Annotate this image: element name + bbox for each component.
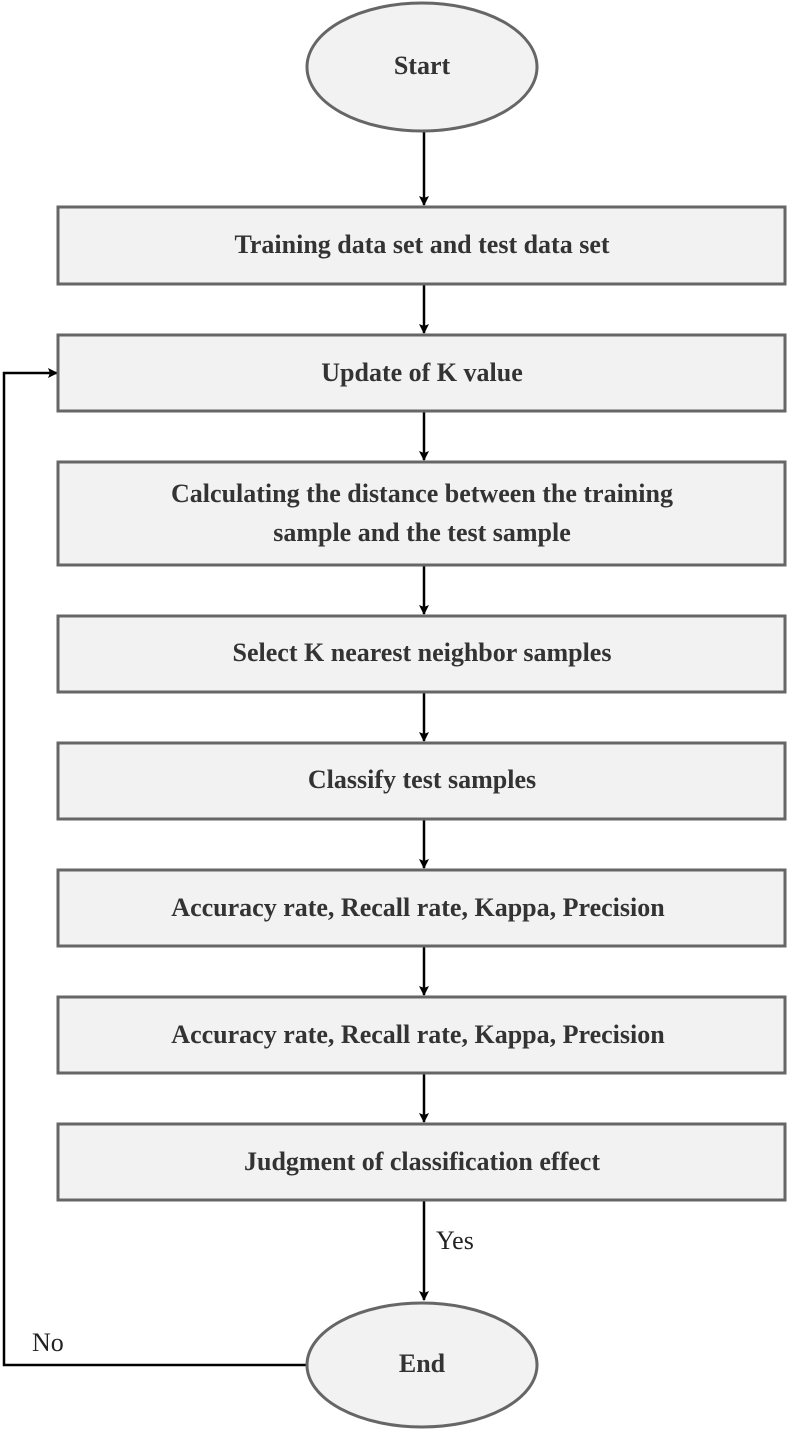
- step-judgment: [56, 1122, 787, 1202]
- step-label-distance-line2: sample and the test sample: [273, 518, 571, 547]
- step-update-k: [56, 333, 787, 413]
- end-label: End: [399, 1349, 446, 1378]
- step-classify-samples: [56, 741, 787, 821]
- start-node: [305, 1, 539, 133]
- no-label: No: [32, 1328, 64, 1357]
- step-label-metrics-1: Accuracy rate, Recall rate, Kappa, Preci…: [171, 893, 665, 922]
- connectors: [2, 131, 429, 1367]
- arrow-end-loop-to-update: [2, 368, 307, 1367]
- nodes: [56, 1, 787, 1429]
- step-calculate-distance: [56, 460, 787, 567]
- yes-label: Yes: [436, 1226, 474, 1255]
- step-label-judgment: Judgment of classification effect: [244, 1147, 600, 1176]
- step-label-select: Select K nearest neighbor samples: [233, 638, 612, 667]
- step-metrics-1: [56, 868, 787, 948]
- step-label-metrics-2: Accuracy rate, Recall rate, Kappa, Preci…: [171, 1020, 665, 1049]
- step-select-k-nearest: [56, 614, 787, 694]
- end-node: [305, 1301, 539, 1429]
- step-label-distance-line1: Calculating the distance between the tra…: [171, 479, 673, 508]
- step-training-data: [56, 205, 787, 286]
- step-metrics-2: [56, 995, 787, 1075]
- step-label-update-k: Update of K value: [321, 358, 523, 387]
- step-label-classify: Classify test samples: [308, 765, 536, 794]
- step-label-training: Training data set and test data set: [234, 230, 609, 259]
- start-label: Start: [394, 51, 451, 80]
